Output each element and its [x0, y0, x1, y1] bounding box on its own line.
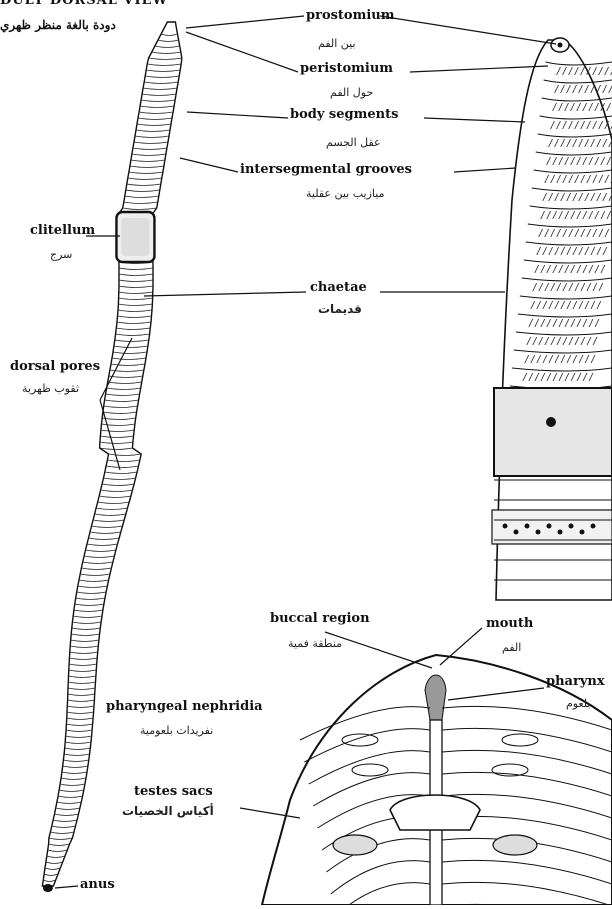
chaetae-marks: ////////////: [538, 228, 610, 239]
diagram-subtitle: دودة بالغة منظر ظهري: [0, 18, 116, 32]
papilla-dot: [547, 524, 552, 529]
leader-line: [380, 16, 556, 44]
papilla-dot: [536, 530, 541, 535]
label-pharyngeal-nephridia-ar: نفريدات بلعومية: [140, 724, 213, 737]
chaetae-marks: ////////////: [542, 192, 612, 203]
chaetae-marks: ////////////: [534, 264, 606, 275]
chaetae-marks: ////////////: [528, 318, 600, 329]
papilla-dot: [514, 530, 519, 535]
label-buccal-region-ar: منطقة فمية: [288, 637, 342, 650]
chaetae-marks: ////////////: [544, 174, 612, 185]
leader-line: [454, 168, 516, 172]
clitellum-shading: [121, 218, 149, 256]
genital-pore: [546, 417, 556, 427]
label-dorsal-pores-ar: ثقوب ظهرية: [22, 382, 79, 395]
seminal-vesicle: [390, 795, 480, 830]
clitellum-magnified: [494, 388, 612, 476]
label-prostomium-ar: بين الفم: [318, 37, 356, 50]
papilla-dot: [558, 530, 563, 535]
leader-line: [186, 16, 304, 28]
papilla-dot: [569, 524, 574, 529]
testis-sac-left: [333, 835, 377, 855]
label-pharynx: pharynx: [546, 675, 605, 689]
label-clitellum: clitellum: [30, 224, 95, 238]
diagram-title: DULT DORSAL VIEW: [0, 0, 168, 8]
chaetae-marks: ////////////: [556, 66, 612, 77]
chaetae-marks: ////////////: [526, 336, 598, 347]
papilla-dot: [580, 530, 585, 535]
whole-worm-dorsal-view: [42, 22, 181, 892]
label-peristomium-ar: حول الفم: [330, 86, 373, 99]
chaetae-marks: ////////////: [554, 84, 612, 95]
leader-line: [55, 886, 78, 888]
anus-tip: [43, 884, 53, 892]
anterior-dissection-view: [262, 655, 612, 905]
label-intersegmental-grooves: intersegmental grooves: [240, 163, 412, 177]
chaetae-marks: ////////////: [550, 120, 612, 131]
chaetae-marks: ////////////: [522, 372, 594, 383]
leader-line: [186, 32, 298, 72]
label-testes-sacs-ar: أكياس الخصيات: [122, 805, 214, 818]
chaetae-marks: ////////////: [530, 300, 602, 311]
testis-sac-right: [493, 835, 537, 855]
label-body-segments-ar: عقل الجسم: [326, 136, 381, 149]
label-pharyngeal-nephridia: pharyngeal nephridia: [106, 700, 263, 714]
anterior-end-magnified-view: //////////// //////////// //////////// ////…: [492, 38, 612, 600]
chaetae-marks: ////////////: [532, 282, 604, 293]
chaetae-marks: ////////////: [524, 354, 596, 365]
papilla-dot: [503, 524, 508, 529]
label-peristomium: peristomium: [300, 62, 393, 76]
label-dorsal-pores: dorsal pores: [10, 360, 100, 374]
leader-line: [180, 158, 238, 172]
label-buccal-region: buccal region: [270, 612, 370, 626]
leader-line: [144, 292, 306, 296]
leader-line: [410, 66, 548, 72]
leader-line: [424, 118, 525, 122]
chaetae-marks: ////////////: [548, 138, 612, 149]
chaetae-marks: ////////////: [536, 246, 608, 257]
papilla-dot: [591, 524, 596, 529]
label-anus: anus: [80, 878, 115, 892]
chaetae-marks: ////////////: [540, 210, 612, 221]
label-chaetae: chaetae: [310, 281, 367, 295]
chaetae-marks: ////////////: [552, 102, 612, 113]
label-intersegmental-grooves-ar: ميازيب بين عقلية: [306, 187, 384, 200]
chaetae-marks: ////////////: [546, 156, 612, 167]
label-pharynx-ar: بلعوم: [566, 697, 591, 710]
label-clitellum-ar: سرج: [50, 248, 72, 261]
papilla-dot: [525, 524, 530, 529]
mouth-opening: [558, 43, 563, 48]
label-mouth: mouth: [486, 617, 533, 631]
label-testes-sacs: testes sacs: [134, 785, 213, 799]
label-chaetae-ar: قديمات: [318, 303, 362, 316]
label-mouth-ar: الفم: [502, 641, 521, 654]
leader-line: [187, 112, 288, 118]
worm-body-outline: [42, 22, 181, 886]
label-prostomium: prostomium: [306, 9, 395, 23]
label-body-segments: body segments: [290, 108, 398, 122]
